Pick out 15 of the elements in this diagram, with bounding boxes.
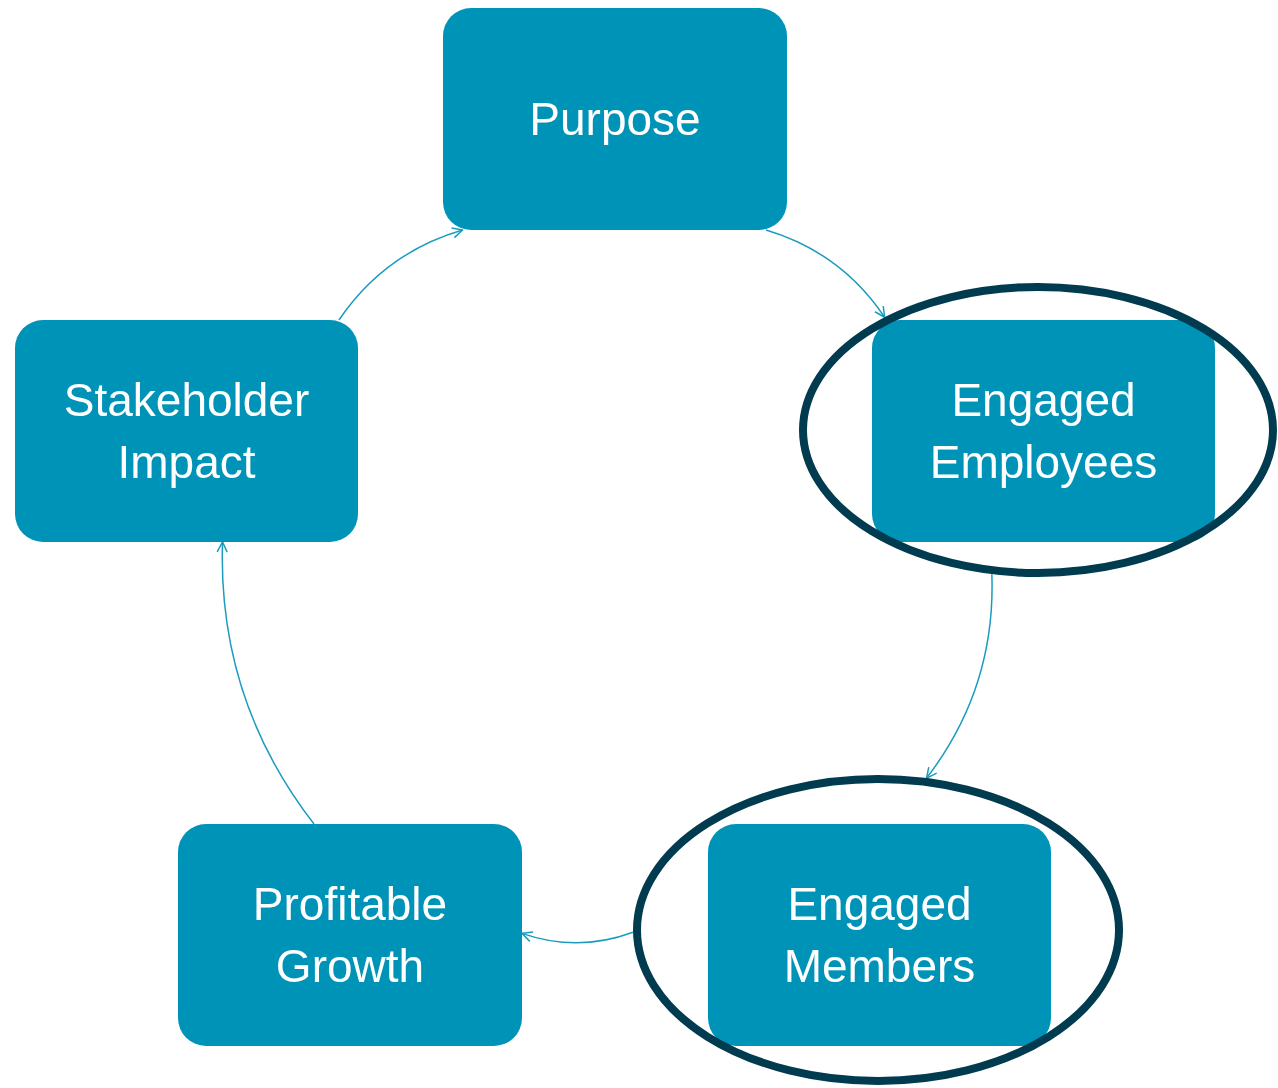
step-label: Engaged Members — [782, 876, 977, 994]
step-box — [15, 320, 358, 542]
step-label: Engaged Employees — [928, 372, 1159, 490]
step-box — [708, 824, 1051, 1046]
step-box — [872, 320, 1215, 542]
step-box — [443, 8, 787, 230]
curved-arrow — [338, 227, 464, 321]
step-label: Profitable Growth — [251, 876, 449, 994]
curved-arrow — [925, 573, 993, 779]
curved-arrow — [765, 229, 886, 318]
step-box — [178, 824, 522, 1046]
curved-arrow — [216, 541, 315, 825]
curved-arrow — [521, 930, 634, 944]
step-label: Purpose — [529, 91, 701, 147]
step-label: Stakeholder Impact — [62, 372, 311, 490]
